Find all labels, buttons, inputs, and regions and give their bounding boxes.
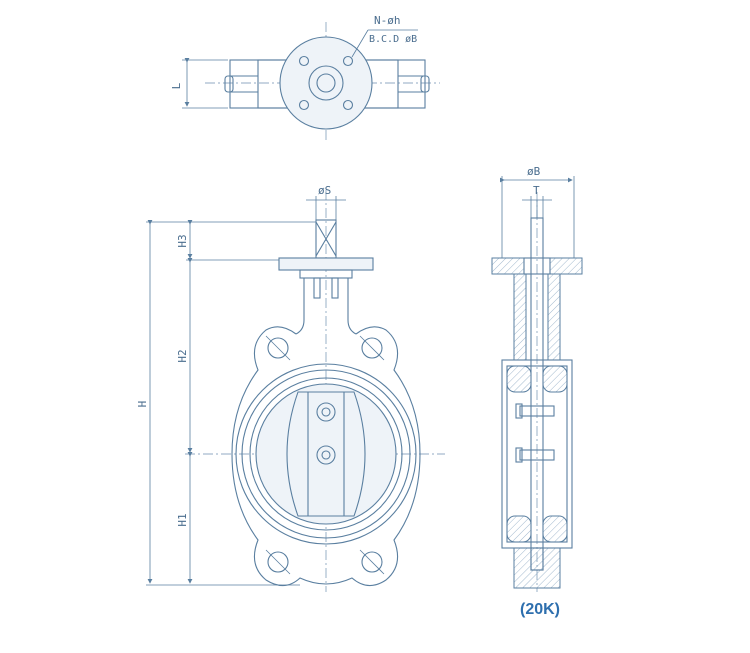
dim-H3-label: H3 xyxy=(176,234,189,247)
front-view: H H3 H2 H1 øS xyxy=(136,184,445,592)
pressure-class-caption: (20K) xyxy=(519,601,560,618)
dim-H1-label: H1 xyxy=(176,513,189,526)
bolt-count-label: N-øh xyxy=(374,14,401,27)
dim-H-label: H xyxy=(136,401,149,408)
dim-H2-label: H2 xyxy=(176,349,189,362)
dim-side-dia-label: øB xyxy=(527,165,541,178)
dim-T-label: T xyxy=(533,184,540,197)
dim-L-label: L xyxy=(170,82,183,89)
bcd-label: B.C.D øB xyxy=(369,34,417,45)
top-view: L N-øh B.C.D øB xyxy=(170,14,440,140)
side-view: øB T xyxy=(491,165,583,592)
dim-stem-dia-label: øS xyxy=(318,184,331,197)
